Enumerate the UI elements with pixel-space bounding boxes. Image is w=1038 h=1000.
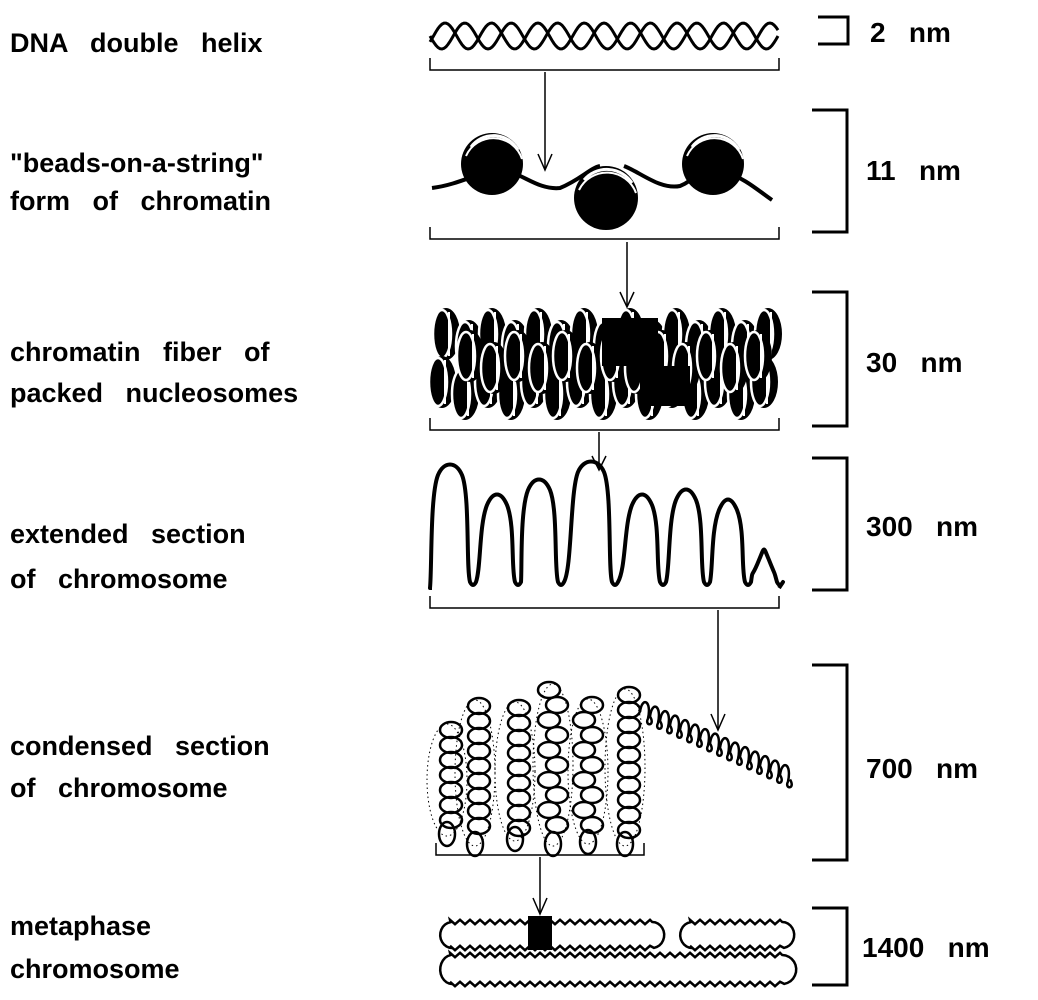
label-condensed-line-2: of chromosome <box>10 773 228 803</box>
label-fiber-line-1: chromatin fiber of <box>10 337 271 367</box>
scale-label-11nm: 11 nm <box>866 155 961 186</box>
scale-label-1400nm: 1400 nm <box>862 932 990 963</box>
label-metaphase-line-1: metaphase <box>10 911 151 941</box>
condensed-coil-tail <box>640 702 792 787</box>
dna-double-helix-drawing <box>430 23 778 49</box>
highlighted-region <box>528 916 552 950</box>
extended-section-drawing <box>430 462 783 589</box>
scale-label-700nm: 700 nm <box>866 753 978 784</box>
label-fiber-line-2: packed nucleosomes <box>10 378 298 408</box>
condensed-coil-column <box>568 697 608 854</box>
fiber-dark-band <box>602 318 658 366</box>
chromatid-top-left <box>440 920 664 950</box>
label-extended-line-1: extended section <box>10 519 246 549</box>
under-bracket-dna <box>430 58 779 70</box>
metaphase-chromosome-drawing <box>440 916 796 986</box>
nucleosome-bead-1 <box>461 133 523 195</box>
fiber-nucleosome <box>528 342 556 394</box>
condensed-coil-column <box>427 722 467 846</box>
label-dna-double-helix: DNA double helix <box>10 28 263 58</box>
chromatid-top-right <box>680 920 794 950</box>
fiber-nucleosome <box>504 330 532 382</box>
label-condensed-line-1: condensed section <box>10 731 270 761</box>
beads-on-a-string-drawing <box>432 133 772 230</box>
scale-bracket-1400nm <box>812 908 847 985</box>
condensed-coil-column <box>533 682 573 856</box>
arrow-dna-to-beads <box>538 72 552 170</box>
chromatid-bottom <box>440 953 796 986</box>
label-extended-line-2: of chromosome <box>10 564 228 594</box>
scale-bracket-2nm <box>818 17 848 44</box>
scale-brackets: 2 nm 11 nm 30 nm 300 nm 700 nm 1400 nm <box>812 17 990 985</box>
condensed-section-drawing <box>427 682 792 856</box>
scale-bracket-300nm <box>812 458 847 590</box>
fiber-nucleosome <box>480 342 508 394</box>
fiber-nucleosome <box>456 330 484 382</box>
fiber-nucleosome <box>744 330 772 382</box>
arrow-extended-to-condensed <box>711 610 725 730</box>
fiber-nucleosome <box>552 330 580 382</box>
fiber-nucleosome <box>720 342 748 394</box>
fiber-nucleosome <box>696 330 724 382</box>
scale-label-30nm: 30 nm <box>866 347 962 378</box>
scale-bracket-30nm <box>812 292 847 426</box>
scale-label-300nm: 300 nm <box>866 511 978 542</box>
arrow-beads-to-fiber <box>620 242 634 307</box>
nucleosome-bead-2 <box>574 166 638 230</box>
scale-bracket-11nm <box>812 110 847 232</box>
condensed-coil-column <box>605 687 645 856</box>
fiber-nucleosome <box>576 342 604 394</box>
scale-label-2nm: 2 nm <box>870 17 951 48</box>
chromatin-fiber-drawing <box>428 308 782 420</box>
arrow-condensed-to-metaphase <box>533 857 547 914</box>
under-bracket-extended <box>430 596 779 608</box>
label-beads-line-2: form of chromatin <box>10 186 271 216</box>
chromatin-loops <box>430 462 783 589</box>
helix-strand-a <box>430 23 778 49</box>
condensed-coil-column <box>495 700 535 851</box>
scale-bracket-700nm <box>812 665 847 860</box>
stage-labels: DNA double helix "beads-on-a-string" for… <box>10 28 298 984</box>
label-beads-line-1: "beads-on-a-string" <box>10 148 264 178</box>
label-metaphase-line-2: chromosome <box>10 954 180 984</box>
fiber-dark-band-2 <box>640 366 690 406</box>
nucleosome-bead-3 <box>682 133 744 195</box>
